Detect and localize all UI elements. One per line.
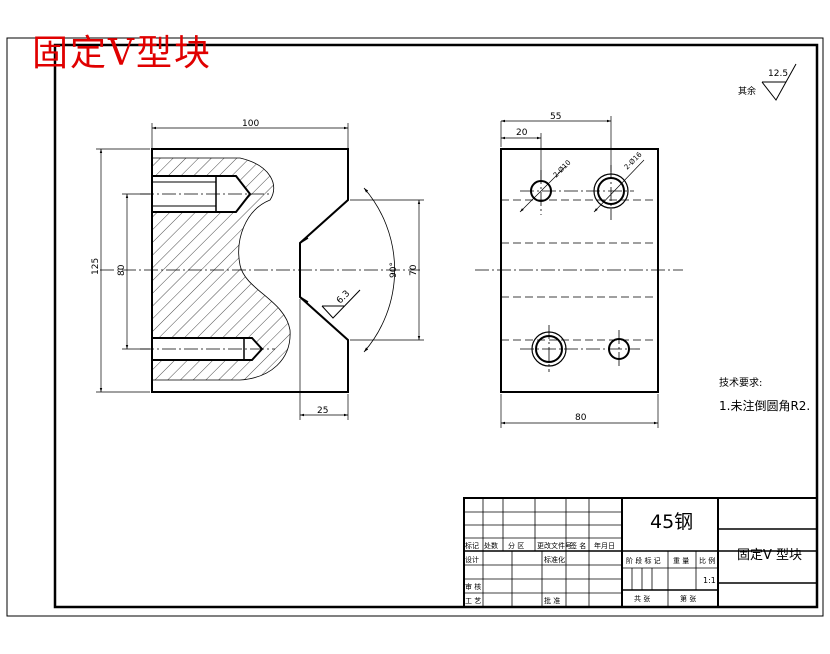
tb-material: 45钢	[650, 511, 693, 533]
inner-frame	[53, 43, 819, 609]
roughness-6-3: 6.3	[335, 289, 352, 306]
dim-width-80: 80	[575, 413, 587, 423]
tb-label-count: 处数	[484, 541, 498, 550]
dim-v-angle-90: 90°	[389, 262, 399, 278]
general-roughness-symbol: 其余 12.5	[738, 63, 797, 101]
dim-hole-span-80: 80	[117, 264, 127, 276]
hole-small-bottom	[608, 338, 630, 360]
roughness-value: 12.5	[768, 69, 788, 79]
dim-v-height-70: 70	[409, 264, 419, 276]
tb-label-stage-mark: 阶 段 标 记	[626, 556, 661, 565]
tb-label-change-doc: 更改文件号	[537, 541, 572, 550]
tb-label-standardize: 标准化	[544, 555, 565, 564]
section-hatching	[151, 157, 291, 381]
tb-label-approve: 批 准	[544, 596, 560, 605]
side-outline	[500, 148, 659, 393]
tb-label-design: 设计	[465, 555, 479, 564]
tb-label-sign: 签 名	[570, 541, 586, 550]
front-view: 100 125 80 90° 70 25 6.3	[91, 119, 424, 420]
hole-large-top	[593, 173, 629, 209]
outer-border	[6, 37, 824, 617]
tech-req-item-1: 1.未注倒圆角R2.	[719, 398, 810, 413]
title-block	[463, 497, 818, 608]
tb-label-sheets-total: 共 张	[634, 594, 650, 603]
tb-label-zone: 分 区	[508, 541, 524, 550]
tb-scale: 1:1	[703, 576, 716, 585]
dim-height-125: 125	[91, 258, 101, 275]
tb-label-mark: 标记	[465, 541, 479, 550]
hole-small-top	[530, 180, 552, 202]
label-hole-2x16: 2-Ø16	[623, 150, 644, 171]
tech-req-heading: 技术要求:	[719, 376, 762, 389]
tb-label-ratio: 比 例	[699, 556, 715, 565]
label-hole-2x10: 2-Ø10	[552, 159, 573, 180]
tb-label-review: 审 核	[465, 582, 481, 591]
tb-label-process: 工 艺	[465, 597, 481, 605]
drawing-title: 固定V型块	[32, 33, 212, 74]
dim-55: 55	[550, 112, 561, 122]
tb-label-weight: 重 量	[673, 557, 689, 565]
dim-width-100: 100	[242, 119, 259, 129]
hole-large-bottom	[531, 331, 567, 367]
tb-label-date: 年月日	[594, 541, 615, 550]
dim-depth-25: 25	[317, 406, 328, 416]
dim-20: 20	[516, 128, 528, 138]
side-view: 2-Ø10 2-Ø16 20 55 80	[475, 112, 683, 428]
tb-label-sheet-no: 第 张	[680, 594, 696, 603]
tb-part-name: 固定V 型块	[737, 548, 802, 563]
roughness-note: 其余	[738, 85, 756, 97]
v-face-roughness-symbol: 6.3	[321, 289, 361, 319]
title-block-text: 45钢 固定V 型块 1:1 标记 处数 分 区 更改文件号 签 名 年月日 设…	[465, 511, 802, 605]
